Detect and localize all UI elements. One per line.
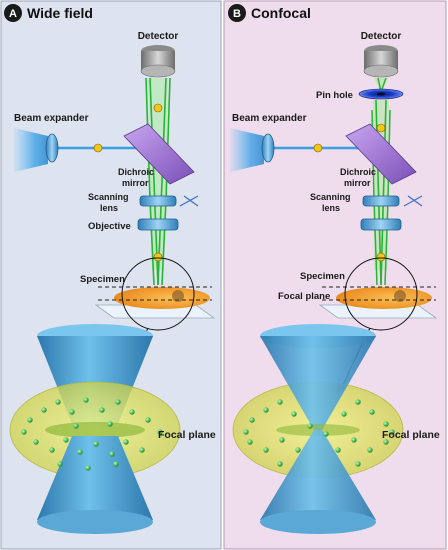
panel-a-specimen bbox=[94, 257, 216, 331]
panel-b-pin-hole bbox=[358, 88, 404, 100]
panel-b-fluorophores bbox=[243, 399, 395, 467]
panel-a-beam-expander-label: Beam expander bbox=[14, 113, 89, 124]
panel-b-scanning-label-1: Scanning bbox=[310, 192, 351, 202]
panel-b-dichroic-mirror bbox=[345, 123, 417, 185]
panel-b-badge bbox=[228, 4, 246, 22]
panel-a-beam-expander-lens bbox=[45, 133, 59, 163]
panel-a-title: Wide field bbox=[27, 5, 93, 21]
panel-b-excitation-beam bbox=[230, 128, 360, 172]
panel-b-detector bbox=[363, 45, 399, 78]
panel-a-objective-lens bbox=[137, 218, 179, 231]
panel-a-focal-cones bbox=[9, 324, 181, 534]
panel-b-specimen-label: Specimen bbox=[300, 271, 345, 282]
panel-a-dichroic-label-2: mirror bbox=[122, 178, 149, 188]
panel-b-badge-letter: B bbox=[233, 8, 241, 20]
panel-a-detector-label: Detector bbox=[138, 31, 179, 42]
panel-a-fluorophores bbox=[21, 397, 163, 471]
panel-b-beam-expander-label: Beam expander bbox=[232, 113, 307, 124]
panel-b-detector-label: Detector bbox=[361, 31, 402, 42]
panel-a-focal-plane-label: Focal plane bbox=[158, 429, 216, 441]
panel-b-focal-plane-top-label: Focal plane bbox=[278, 291, 330, 302]
panel-b-dichroic-label-2: mirror bbox=[344, 178, 371, 188]
panel-b-beam-expander-lens bbox=[261, 133, 275, 163]
panel-b-focal-plane-label: Focal plane bbox=[382, 429, 440, 441]
panel-b-objective-lens bbox=[360, 218, 402, 231]
panel-a-badge-letter: A bbox=[9, 8, 17, 20]
panel-b-scanning-lens bbox=[362, 195, 400, 207]
panel-a-excitation-beam bbox=[14, 128, 140, 172]
panel-a-scanning-label-1: Scanning bbox=[88, 192, 129, 202]
panel-b-title: Confocal bbox=[251, 5, 311, 21]
panel-a-badge bbox=[4, 4, 22, 22]
panel-b-pin-hole-label: Pin hole bbox=[316, 90, 353, 101]
panel-a-specimen-label: Specimen bbox=[80, 274, 125, 285]
panel-a-detector bbox=[140, 45, 176, 78]
panel-b-emission-beam bbox=[371, 77, 391, 286]
panel-b-focal-cones bbox=[232, 324, 404, 534]
panel-a-objective-label: Objective bbox=[88, 221, 131, 232]
panel-a-scan-arrows-icon bbox=[179, 195, 199, 207]
panel-a-dichroic-label-1: Dichroic bbox=[118, 167, 154, 177]
panel-b-scanning-label-2: lens bbox=[322, 203, 340, 213]
panel-a-dichroic-mirror bbox=[123, 123, 195, 185]
panel-a-scanning-label-2: lens bbox=[100, 203, 118, 213]
panel-a-wide-field: A Wide field Detector bbox=[0, 0, 222, 550]
panel-b-confocal: B Confocal Detector P bbox=[223, 0, 447, 550]
panel-b-specimen bbox=[318, 257, 438, 331]
panel-b-dichroic-label-1: Dichroic bbox=[340, 167, 376, 177]
panel-a-scanning-lens bbox=[139, 195, 177, 207]
panel-b-scan-arrows-icon bbox=[403, 195, 423, 207]
